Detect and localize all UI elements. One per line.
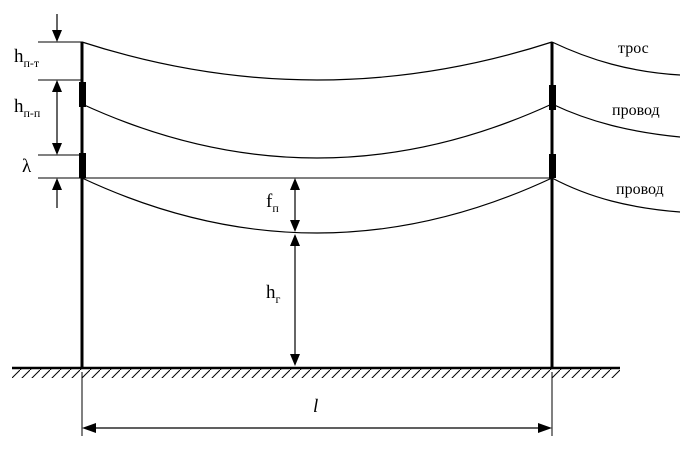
span-dimension (81, 372, 553, 436)
span-label: l (313, 396, 318, 417)
upper-conductor-continuation (551, 103, 681, 138)
sag-dimension (290, 178, 300, 232)
lambda-dimension (52, 178, 62, 208)
ground-wire-continuation (551, 41, 681, 76)
sag-label: fп (266, 191, 279, 215)
right-lower-insulator (549, 154, 556, 178)
h-pp-label: hп-п (14, 96, 41, 120)
lower-conductor-sag (81, 177, 553, 234)
right-upper-insulator (549, 85, 556, 110)
ground-wire-label: трос (618, 40, 649, 57)
ground (12, 366, 620, 378)
left-upper-insulator (79, 82, 86, 107)
clearance-label: hг (266, 282, 281, 306)
h-pt-label: hп-т (14, 46, 40, 70)
clearance-dimension (290, 234, 300, 366)
lower-conductor-label: провод (616, 181, 664, 198)
lower-conductor-continuation (551, 177, 681, 213)
upper-conductor-sag (81, 103, 553, 159)
h-pt-dimension (52, 14, 62, 42)
ground-wire-sag (81, 41, 553, 81)
left-extension-lines (38, 41, 82, 179)
upper-conductor-label: провод (612, 102, 660, 119)
h-pp-dimension (52, 80, 62, 155)
left-lower-insulator (79, 153, 86, 178)
lambda-label: λ (22, 156, 32, 177)
